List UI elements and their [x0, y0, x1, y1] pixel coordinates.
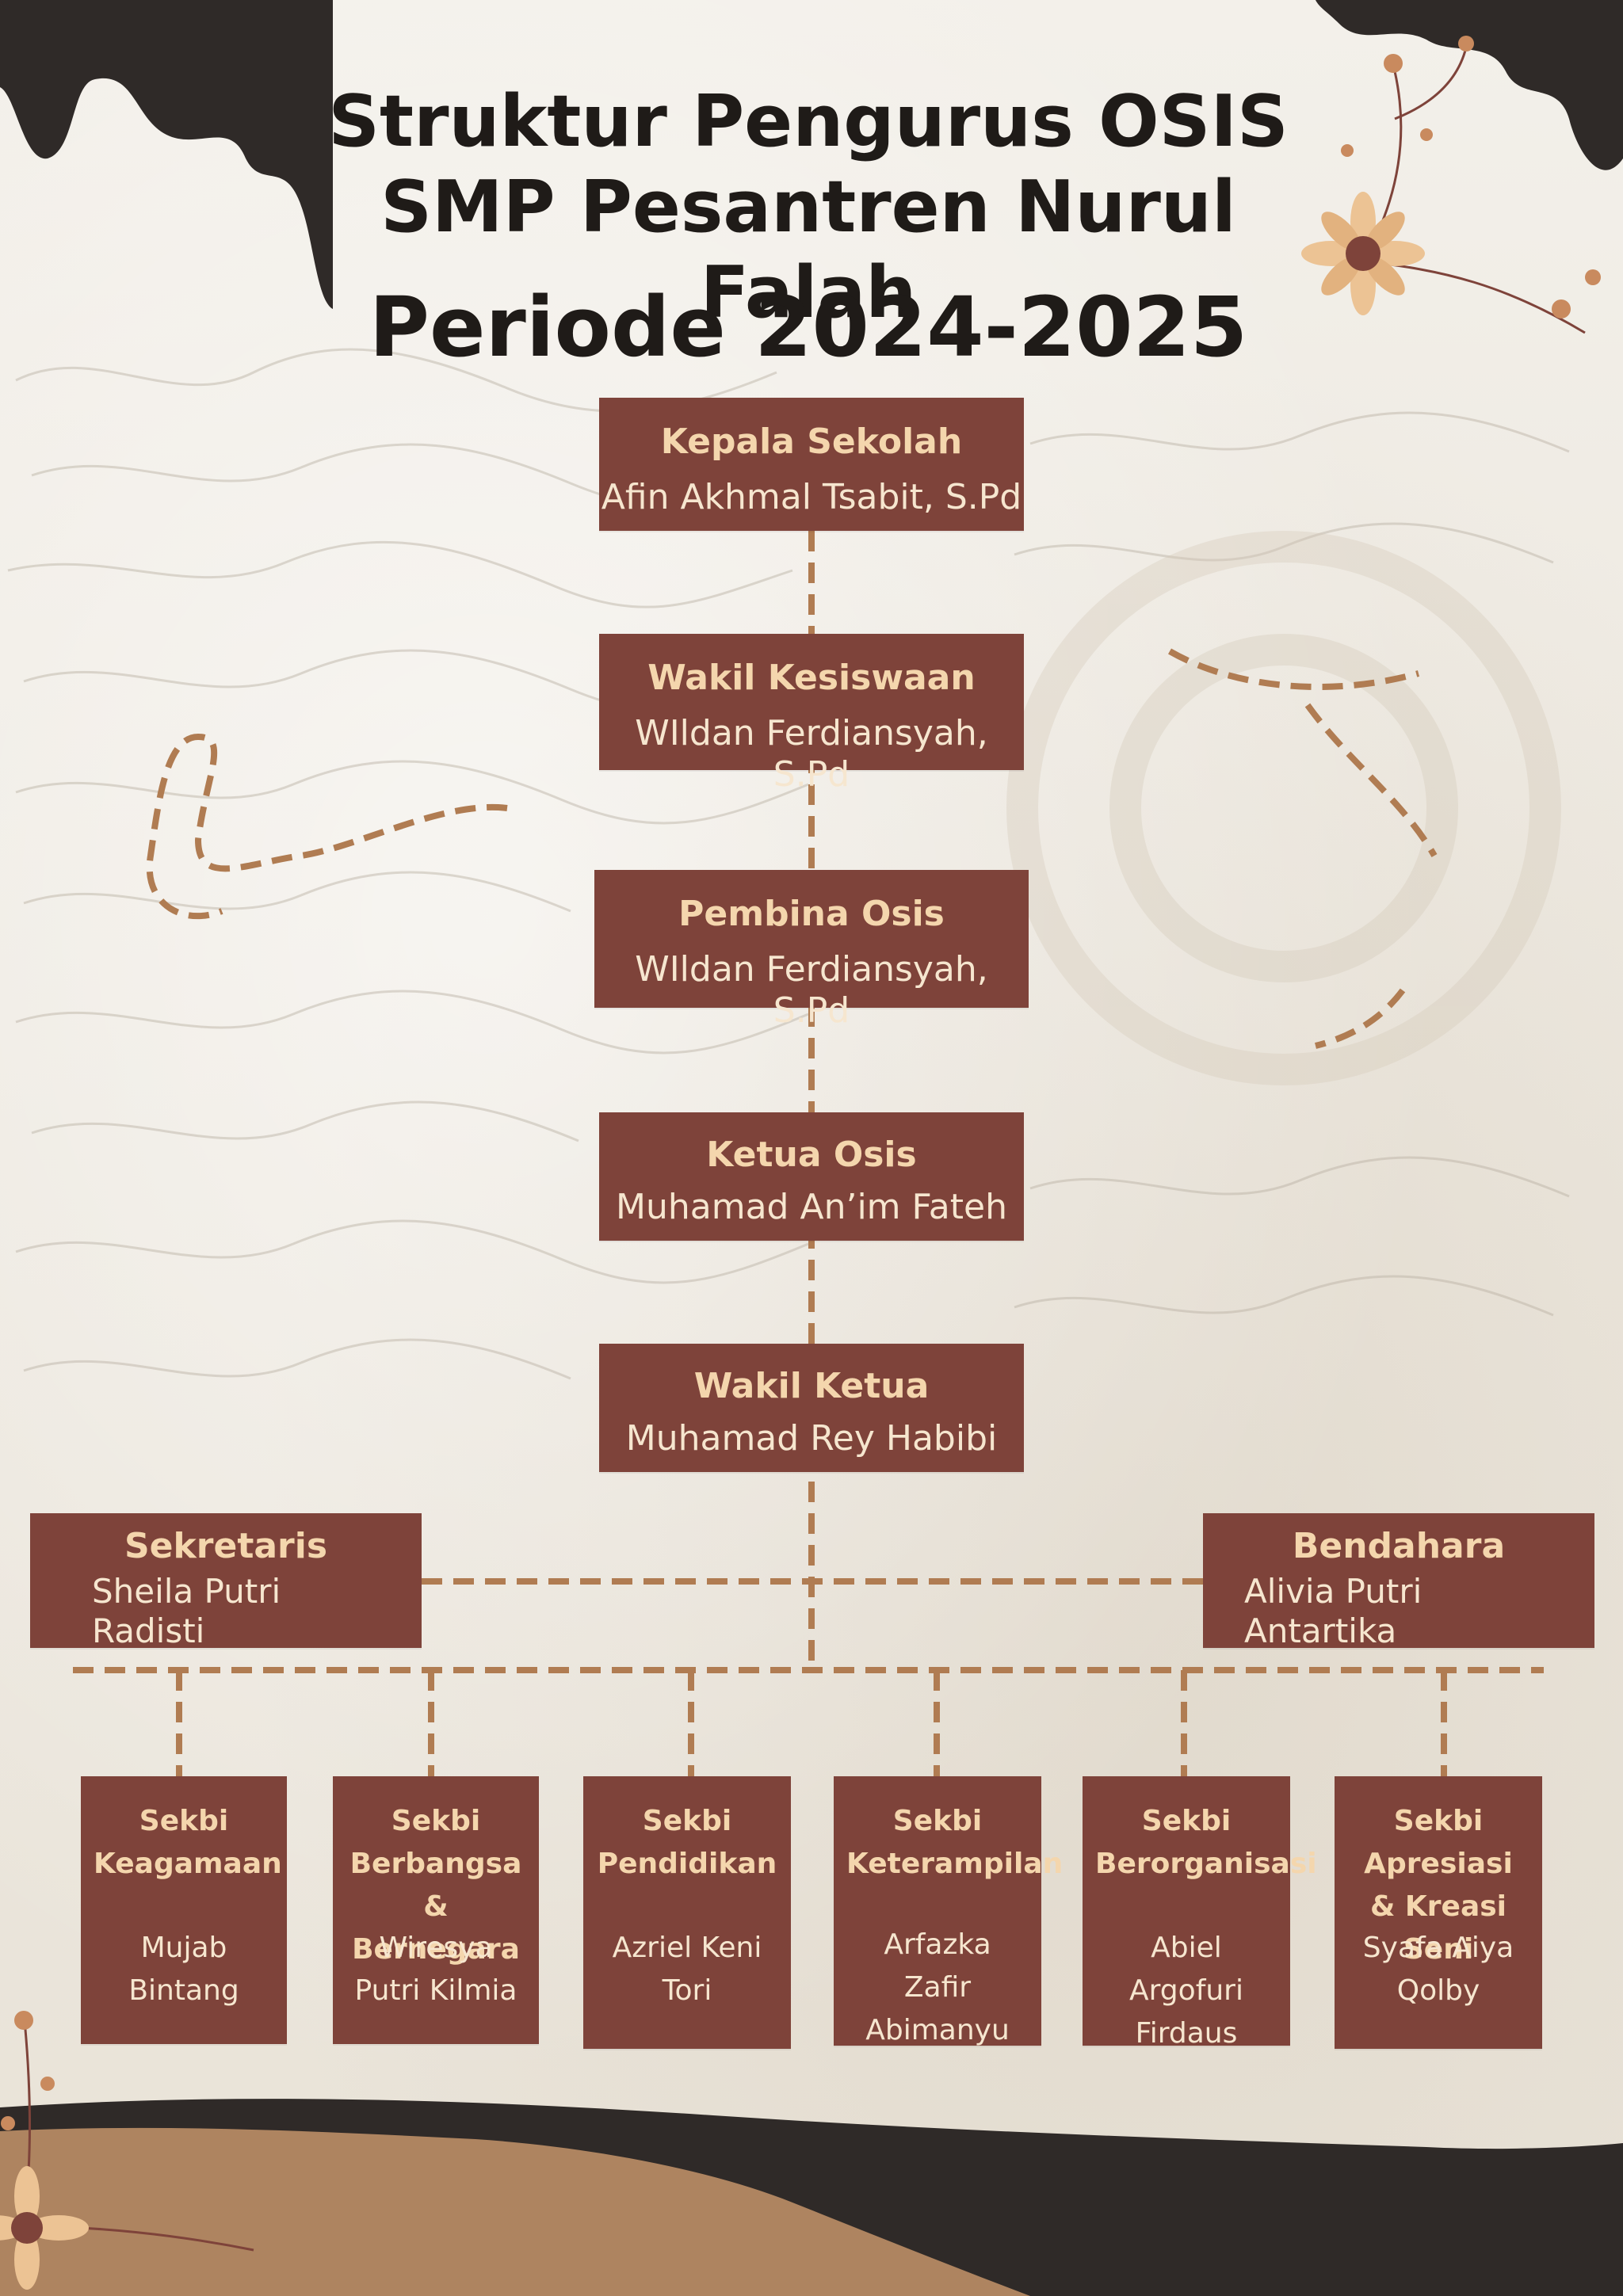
node-name: Arfazka Zafir Abimanyu — [865, 1928, 1010, 2046]
page-title: Struktur Pengurus OSIS SMP Pesantren Nur… — [328, 80, 1289, 334]
node-name: WIldan Ferdiansyah, S.Pd — [635, 949, 988, 1031]
node-sekbi-keterampilan: Sekbi Keterampilan Arfazka Zafir Abimany… — [834, 1776, 1064, 2046]
node-role: Ketua Osis — [706, 1135, 917, 1175]
node-role: Wakil Kesiswaan — [647, 658, 976, 698]
node-name: Afin Akhmal Tsabit, S.Pd — [601, 477, 1022, 517]
node-sekbi-berorganisasi: Sekbi Berorganisasi Abiel Argofuri Firda… — [1083, 1776, 1317, 2050]
node-role: Sekbi Berorganisasi — [1095, 1805, 1317, 1880]
node-wakil-ketua: Wakil Ketua Muhamad Rey Habibi — [599, 1344, 1024, 1472]
node-role: Sekbi Keterampilan — [846, 1805, 1064, 1880]
node-name: Sheila Putri Radisti — [92, 1572, 281, 1650]
node-name: Azriel Keni Tori — [612, 1932, 762, 2007]
node-ketua-osis: Ketua Osis Muhamad An’im Fateh — [599, 1112, 1024, 1241]
node-name: Alivia Putri Antartika — [1244, 1572, 1423, 1650]
node-sekbi-keagamaan: Sekbi Keagamaan Mujab Bintang — [81, 1776, 287, 2044]
node-role: Bendahara — [1292, 1526, 1506, 1566]
node-role: Kepala Sekolah — [660, 421, 963, 462]
node-role: Sekbi Apresiasi & Kreasi Seni — [1364, 1805, 1513, 1966]
dark-corner-top-right — [1316, 0, 1623, 170]
node-name: Muhamad An’im Fateh — [616, 1187, 1007, 1227]
node-sekbi-berbangsa-bernegara: Sekbi Berbangsa & Bernegara Wiresya Putr… — [333, 1776, 539, 2044]
node-role: Sekbi Pendidikan — [597, 1805, 777, 1880]
node-name: Wiresya Putri Kilmia — [354, 1932, 517, 2007]
node-name: WIldan Ferdiansyah, S.Pd — [635, 713, 988, 795]
node-wakil-kesiswaan: Wakil Kesiswaan WIldan Ferdiansyah, S.Pd — [599, 634, 1024, 795]
node-sekbi-pendidikan: Sekbi Pendidikan Azriel Keni Tori — [583, 1776, 791, 2049]
node-sekbi-apresiasi-kreasi-seni: Sekbi Apresiasi & Kreasi Seni Syafa Aiya… — [1335, 1776, 1542, 2049]
node-role: Sekbi Keagamaan — [94, 1805, 282, 1880]
node-pembina-osis: Pembina Osis WIldan Ferdiansyah, S.Pd — [594, 870, 1029, 1031]
node-role: Wakil Ketua — [693, 1366, 930, 1406]
node-role: Pembina Osis — [678, 894, 945, 934]
node-sekretaris: Sekretaris Sheila Putri Radisti — [30, 1513, 422, 1650]
bottom-ground — [0, 2099, 1623, 2296]
flower-ornament-top-right — [1301, 36, 1601, 334]
node-name: Syafa Aiya Qolby — [1362, 1932, 1514, 2007]
node-role: Sekretaris — [124, 1526, 328, 1566]
node-bendahara: Bendahara Alivia Putri Antartika — [1203, 1513, 1594, 1650]
node-name: Muhamad Rey Habibi — [625, 1418, 998, 1459]
node-kepala-sekolah: Kepala Sekolah Afin Akhmal Tsabit, S.Pd — [599, 398, 1024, 531]
node-name: Mujab Bintang — [128, 1932, 239, 2007]
node-role: Sekbi Berbangsa & Bernegara — [349, 1805, 522, 1966]
dark-corner-top-left — [0, 0, 333, 309]
period-subtitle: Periode 2024-2025 — [369, 279, 1248, 376]
node-name: Abiel Argofuri Firdaus — [1129, 1932, 1243, 2050]
flower-ornament-bottom-left — [0, 2011, 254, 2290]
